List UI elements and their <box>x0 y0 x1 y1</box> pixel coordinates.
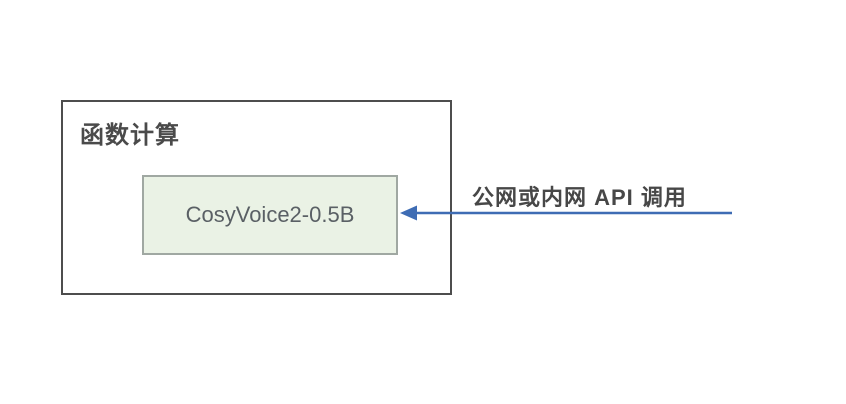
cosyvoice-node: CosyVoice2-0.5B <box>142 175 398 255</box>
api-call-arrow <box>400 205 732 221</box>
api-call-label: 公网或内网 API 调用 <box>472 185 687 210</box>
arrow-head-icon <box>400 205 417 221</box>
function-compute-container: 函数计算 CosyVoice2-0.5B <box>61 100 452 295</box>
function-compute-label: 函数计算 <box>80 122 180 149</box>
cosyvoice-node-label: CosyVoice2-0.5B <box>185 202 355 227</box>
